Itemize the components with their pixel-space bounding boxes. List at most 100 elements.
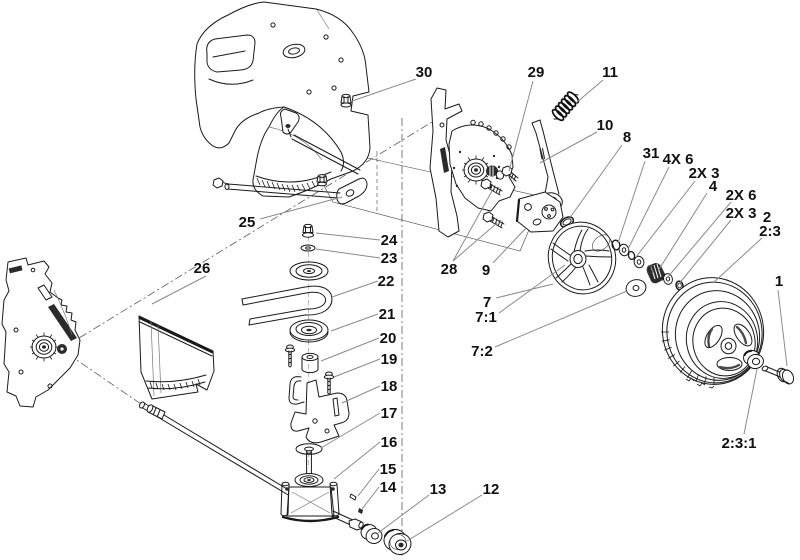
rod-mount-bracket: [280, 108, 300, 135]
part-label: 10: [597, 117, 614, 134]
leader-line: [452, 222, 498, 262]
part-label: 2:3: [759, 223, 781, 240]
callout-7-2: 7:2: [471, 290, 628, 360]
lower-pulley-21: [289, 319, 329, 343]
leader-line: [508, 80, 534, 172]
callout-10: 10: [539, 117, 614, 164]
input-shaft: [306, 451, 312, 478]
part-label: 2X 6: [726, 187, 757, 204]
leader-line: [495, 283, 554, 299]
leader-line: [320, 337, 380, 362]
right-pinion: [486, 165, 498, 177]
leader-line: [341, 385, 381, 404]
leader-line: [357, 468, 380, 497]
part-label: 16: [381, 434, 398, 451]
axle-gear-12: [383, 528, 412, 556]
part-label: 8: [623, 129, 631, 146]
snap-ring-31: [611, 239, 621, 251]
callout-4: 4: [657, 178, 718, 272]
output-shaft: [330, 510, 364, 531]
part-label: 21: [379, 306, 396, 323]
leader-line: [498, 264, 566, 314]
part-label: 9: [482, 262, 490, 279]
spoke-cutout: [704, 324, 723, 349]
callout-2-3: 2:3: [712, 223, 781, 284]
leader-line: [635, 180, 696, 258]
axle-shaft: [139, 401, 303, 503]
part-label: 19: [381, 351, 398, 368]
callout-4X-6: 4X 6: [627, 151, 693, 250]
part-label: 7:1: [475, 309, 497, 326]
leader-line: [568, 144, 623, 220]
callout-30: 30: [351, 64, 433, 102]
rod-nut: [316, 174, 328, 187]
callout-2-3-1: 2:3:1: [721, 368, 758, 452]
screw-hole: [306, 89, 312, 95]
leader-line: [452, 190, 493, 262]
part-label: 14: [380, 479, 397, 496]
part-label: 15: [380, 461, 397, 478]
gearbox-right-ear: [329, 481, 340, 517]
pivot-stub: [8, 265, 23, 274]
leader-line: [315, 248, 381, 259]
callout-2X-3: 2X 3: [677, 205, 757, 286]
callout-22: 22: [331, 273, 394, 298]
shaft-pin-15: [349, 493, 357, 501]
callout-7: 7: [483, 283, 554, 311]
gearbox-left-ear: [280, 481, 290, 517]
leader-line: [330, 313, 379, 332]
callout-28: 28: [441, 190, 498, 278]
spoke-cutout: [733, 323, 753, 347]
part-label: 7:2: [471, 343, 493, 360]
spoke-cutout: [716, 357, 743, 371]
part-label: 20: [380, 330, 397, 347]
screw-hole: [331, 85, 337, 91]
callout-18: 18: [341, 378, 398, 404]
leader-line: [331, 280, 379, 298]
leader-line: [361, 486, 380, 510]
transmission-assembly: [280, 450, 412, 556]
mounting-screw-19a: [284, 344, 296, 368]
wheel-bushing-2-3-1: [743, 349, 764, 370]
deck-housing: [194, 1, 371, 198]
leader-line: [743, 368, 758, 435]
tire-tread: [661, 331, 715, 385]
callout-26: 26: [151, 260, 211, 305]
axle-alignment-line-2: [67, 353, 142, 405]
handle-recess: [206, 34, 256, 73]
phantom-lines: [65, 118, 433, 556]
support-rod: [212, 134, 368, 205]
adjuster-slot: [48, 304, 77, 341]
drive-belt: [241, 285, 333, 326]
callout-19: 19: [333, 351, 398, 378]
part-label: 18: [381, 378, 398, 395]
callout-2: 2: [763, 209, 771, 226]
part-label: 2: [763, 209, 771, 226]
mounting-screw-19b: [323, 371, 335, 395]
part-label: 29: [528, 64, 545, 81]
callout-16: 16: [333, 434, 398, 480]
part-label: 30: [416, 64, 433, 81]
part-label: 26: [194, 260, 211, 277]
part-label: 17: [381, 405, 398, 422]
washer-6b: [633, 255, 645, 269]
part-label: 4: [709, 178, 718, 195]
right-pivot-bearing: [462, 155, 490, 185]
left-height-adjuster-plate: [1, 257, 81, 408]
callout-11: 11: [575, 64, 618, 104]
oil-cap: [282, 43, 306, 59]
leader-line: [351, 78, 417, 102]
callout-2X-3: 2X 3: [635, 165, 719, 258]
leader-line: [406, 494, 483, 542]
flat-washer-23: [300, 244, 316, 252]
part-label: 24: [381, 232, 398, 249]
washer-6a: [618, 243, 630, 257]
flange-nut-30: [340, 93, 352, 108]
washer-6c: [663, 273, 673, 285]
part-label: 11: [602, 64, 618, 81]
rear-wheel-2: [661, 277, 765, 389]
callout-13: 13: [377, 481, 446, 534]
part-label: 2X 3: [726, 205, 757, 222]
callout-21: 21: [330, 306, 396, 332]
thrust-washer-17: [295, 443, 323, 455]
